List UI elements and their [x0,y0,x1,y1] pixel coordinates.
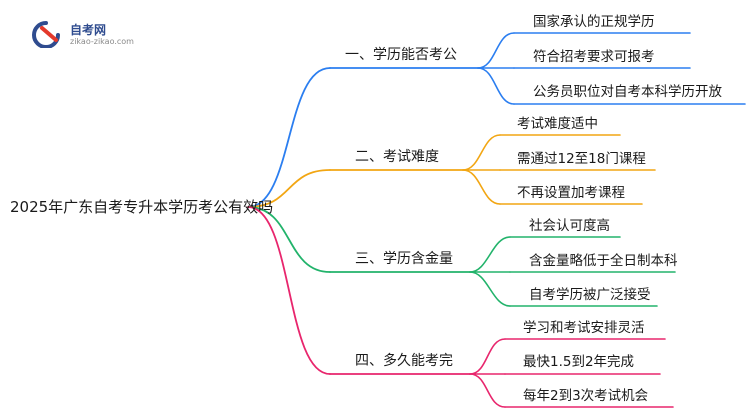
site-logo[interactable]: 自考网 zikao-zikao.com [30,18,140,50]
branch-1-leaf-3-connector [477,67,515,105]
branch-3-leaf-1: 社会认可度高 [529,218,610,234]
branch-1-leaf-3: 公务员职位对自考本科学历开放 [533,84,722,100]
branch-3-label: 三、学历含金量 [355,251,453,267]
branch-4-leaf-3-connector [469,373,506,408]
branch-3-leaf-3-connector [469,271,511,307]
branch-4-label: 四、多久能考完 [355,353,453,369]
logo-mark-icon [32,21,60,48]
root-to-branch-3-connector [247,206,331,273]
branch-2-leaf-2: 需通过12至18门课程 [517,151,646,167]
branch-4-leaf-1: 学习和考试安排灵活 [523,320,645,336]
branch-4-leaf-2: 最快1.5到2年完成 [523,354,635,370]
branch-4-leaf-1-connector [469,338,506,375]
branch-2-leaf-1: 考试难度适中 [517,116,598,132]
branch-2-leaf-1-connector [462,134,501,171]
branch-3-leaf-3: 自考学历被广泛接受 [529,287,651,303]
branch-1-leaf-1: 国家承认的正规学历 [533,14,655,30]
branch-1-leaf-1-connector [477,32,515,69]
logo-title: 自考网 [70,23,107,37]
branch-2-label: 二、考试难度 [355,149,439,165]
root-to-branch-4-connector [247,206,331,375]
mindmap-connectors [247,32,746,408]
branch-1-label: 一、学历能否考公 [345,47,457,63]
branch-2-leaf-3: 不再设置加考课程 [517,185,625,201]
logo-domain: zikao-zikao.com [70,37,134,46]
branch-2-leaf-3-connector [462,169,501,205]
branch-1-leaf-2: 符合招考要求可报考 [533,49,655,65]
root-to-branch-1-connector [247,67,331,208]
root-topic: 2025年广东自考专升本学历考公有效吗 [10,198,274,216]
branch-3-leaf-1-connector [469,236,511,273]
branch-4-leaf-3: 每年2到3次考试机会 [523,388,649,404]
branch-3-leaf-2: 含金量略低于全日制本科 [529,253,678,269]
root-to-branch-2-connector [247,169,331,208]
